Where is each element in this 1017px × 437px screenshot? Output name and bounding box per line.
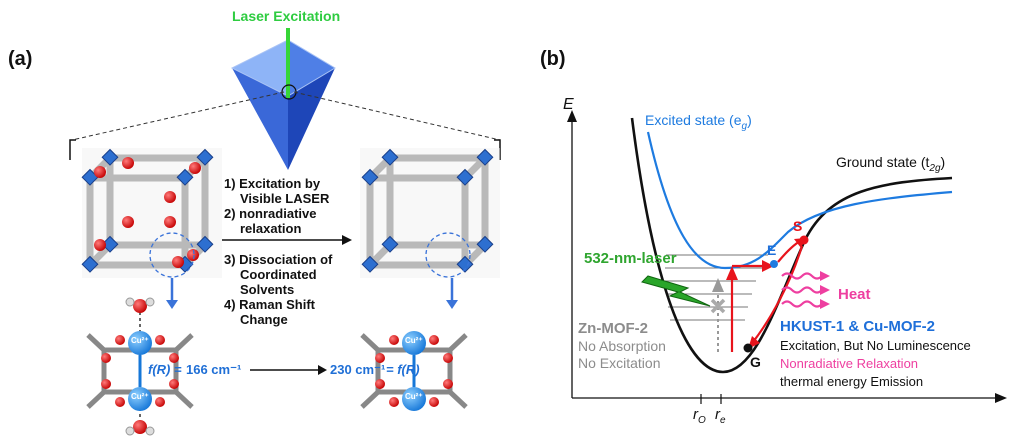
freq-before-symbol: f(R) = xyxy=(148,362,182,377)
ground-state-label: Ground state (t2g) xyxy=(836,154,946,174)
step-1b: Visible LASER xyxy=(240,191,330,206)
paddlewheel-before xyxy=(86,297,194,436)
cu-label-right-top: Cu²⁺ xyxy=(405,336,423,345)
zn-no-absorption: No Absorption xyxy=(578,338,666,354)
point-s-label: S xyxy=(793,218,803,234)
r-e-label: re xyxy=(715,406,726,426)
cu-label-left-top: Cu²⁺ xyxy=(131,336,149,345)
panel-a-label: (a) xyxy=(8,48,33,70)
crystal-octahedron xyxy=(230,39,336,170)
panel-a-graphic xyxy=(69,28,501,436)
step-4b: Change xyxy=(240,312,288,327)
steps-block-top: 1) Excitation by Visible LASER 2) nonrad… xyxy=(224,176,329,236)
ground-state-curve xyxy=(630,117,953,374)
hkust-line-1: Excitation, But No Luminescence xyxy=(780,338,971,353)
freq-before-value: 166 cm⁻¹ xyxy=(186,362,242,377)
point-e-label: E xyxy=(767,242,777,258)
excited-state-label: Excited state (eg) xyxy=(645,112,752,132)
freq-after-symbol: = f(R) xyxy=(386,362,420,377)
step-3: 3) Dissociation of xyxy=(224,252,333,267)
energy-diagram xyxy=(567,110,1007,404)
cu-label-right-bottom: Cu²⁺ xyxy=(405,392,423,401)
steps-block-bottom: 3) Dissociation of Coordinated Solvents … xyxy=(224,252,332,327)
mof-cube-before xyxy=(81,148,222,278)
panel-b-label: (b) xyxy=(540,48,566,70)
heat-label: Heat xyxy=(838,286,871,303)
laser-excitation-label: Laser Excitation xyxy=(232,8,341,24)
zn-mof-title: Zn-MOF-2 xyxy=(578,320,648,337)
r-o-label: rO xyxy=(693,406,706,426)
hkust-title: HKUST-1 & Cu-MOF-2 xyxy=(780,318,935,335)
step-3b: Coordinated xyxy=(240,267,317,282)
laser-532-label: 532-nm-laser xyxy=(584,250,677,267)
step-2: 2) nonradiative xyxy=(224,206,317,221)
paddlewheel-after xyxy=(360,331,468,411)
point-g-label: G xyxy=(750,354,761,370)
mof-cube-after xyxy=(360,148,500,278)
excited-state-curve xyxy=(646,131,953,270)
step-2b: relaxation xyxy=(240,221,302,236)
heat-wavy-arrows xyxy=(781,272,823,308)
axis-label-energy: E xyxy=(563,96,574,113)
step-1: 1) Excitation by xyxy=(224,176,321,191)
freq-after-value: 230 cm⁻¹ xyxy=(330,362,386,377)
zn-no-excitation: No Excitation xyxy=(578,355,661,371)
step-4: 4) Raman Shift xyxy=(224,297,316,312)
step-3c: Solvents xyxy=(240,282,295,297)
hkust-line-3: thermal energy Emission xyxy=(780,374,924,389)
laser-lightning-icon xyxy=(641,275,711,307)
hkust-line-2: Nonradiative Relaxation xyxy=(780,356,919,371)
cu-label-left-bottom: Cu²⁺ xyxy=(131,392,149,401)
